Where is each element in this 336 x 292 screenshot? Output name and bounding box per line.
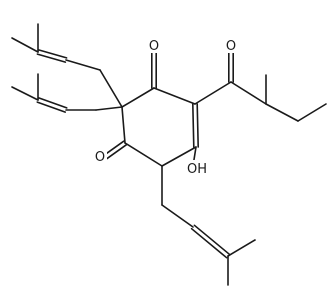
- atom-oxo-top-ring: O: [147, 37, 161, 54]
- double-bond-line-a: [37, 97, 68, 109]
- atom-label-o-acyl: O: [226, 39, 236, 54]
- single-bond: [153, 87, 196, 105]
- double-bond-line-b: [196, 103, 199, 148]
- atom-oxo-acyl: O: [224, 37, 238, 54]
- atom-hydroxyl: OH: [185, 160, 209, 177]
- atom-label-oh: OH: [187, 162, 207, 177]
- double-bond-line-a: [36, 53, 67, 63]
- atom-label-o-lower: O: [95, 150, 105, 165]
- double-bond-line-a: [190, 227, 228, 259]
- single-bond: [121, 106, 126, 144]
- single-bond: [161, 146, 197, 167]
- double-bond-line-b: [36, 101, 67, 113]
- single-bond: [161, 204, 194, 228]
- double-bond-line-b: [193, 224, 231, 256]
- atom-oxo-lower-ring: O: [93, 148, 107, 165]
- atom-label-o-top: O: [149, 39, 159, 54]
- single-bond: [124, 142, 163, 167]
- double-bond-line-b: [37, 49, 68, 59]
- atom-label-layer: O O O OH: [93, 37, 238, 177]
- single-bond: [11, 86, 39, 101]
- single-bond: [65, 59, 101, 71]
- single-bond: [11, 37, 39, 53]
- single-bond: [227, 239, 256, 257]
- double-bond-line-a: [192, 103, 195, 148]
- single-bond: [99, 69, 123, 108]
- single-bond: [265, 103, 299, 122]
- double-bond-line-b: [104, 143, 128, 161]
- bond-layer: [11, 23, 327, 286]
- single-bond: [121, 87, 155, 108]
- single-bond: [194, 81, 232, 105]
- single-bond: [230, 81, 267, 105]
- single-bond: [297, 103, 327, 122]
- single-bond: [95, 106, 123, 111]
